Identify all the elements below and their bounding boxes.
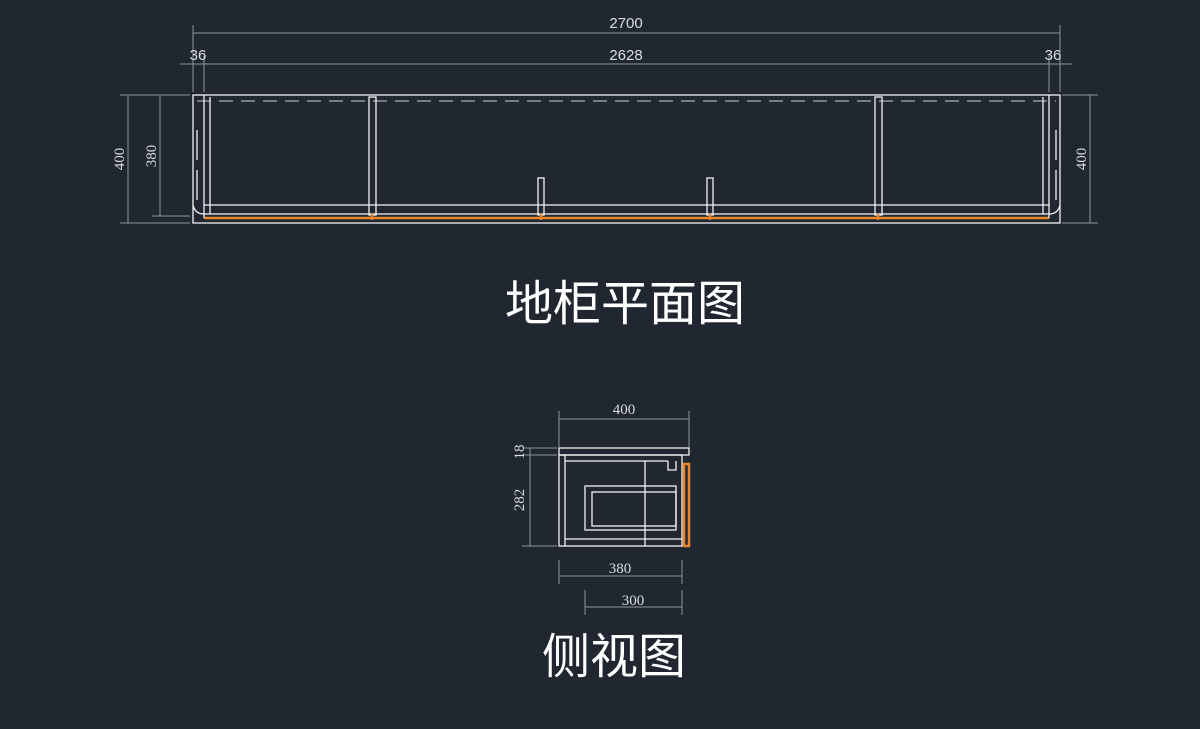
side-view-title: 侧视图 <box>542 629 686 685</box>
dimension-side-heights: 18 282 <box>512 445 557 547</box>
dimension-top-width: 400 <box>558 402 690 447</box>
dimension-top-width-label: 400 <box>613 402 636 418</box>
dimension-left-depth: 400 380 <box>112 94 190 224</box>
cabinet-handles <box>370 177 880 220</box>
dimension-bottom-widths: 380 300 <box>558 560 683 615</box>
cabinet-side-outline <box>558 447 691 548</box>
cabinet-partitions <box>368 96 883 216</box>
dimension-right-depth: 400 <box>1062 94 1098 224</box>
dimension-overall-width-label: 2700 <box>609 15 642 32</box>
dimension-top-thickness-label: 18 <box>512 445 528 460</box>
side-view: 400 18 282 <box>512 402 691 685</box>
dimension-right-side-label: 36 <box>1045 47 1062 64</box>
dimension-left-depth-inner-label: 380 <box>144 145 160 168</box>
dimension-inner-width-label: 2628 <box>609 47 642 64</box>
dimension-body-height-label: 282 <box>512 489 528 512</box>
dimension-left-depth-outer-label: 400 <box>112 148 128 171</box>
dimension-overall-width: 2700 <box>192 15 1061 92</box>
dimension-right-depth-label: 400 <box>1074 148 1090 171</box>
dimension-left-side-label: 36 <box>190 47 207 64</box>
plan-view-title: 地柜平面图 <box>505 276 745 332</box>
plan-view: 2700 36 2628 36 400 380 400 <box>112 15 1098 332</box>
dimension-drawer-width-label: 300 <box>622 593 645 609</box>
dimension-inner-row: 36 2628 36 <box>180 47 1072 92</box>
cabinet-plan-outline <box>192 94 1061 224</box>
dimension-bottom-width-label: 380 <box>609 561 632 577</box>
